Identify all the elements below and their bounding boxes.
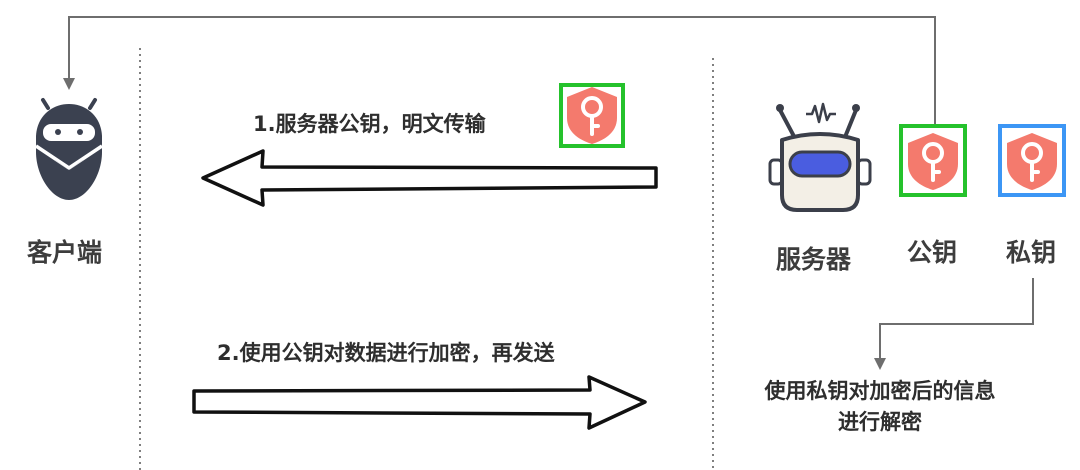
step1-label: 1.服务器公钥，明文传输	[253, 112, 486, 136]
decrypt-note-line2: 进行解密	[838, 410, 922, 434]
public-key-label: 公钥	[907, 238, 958, 267]
key-shield-icon	[1005, 131, 1059, 192]
step2-label: 2.使用公钥对数据进行加密，再发送	[217, 341, 555, 365]
client-label: 客户端	[27, 238, 103, 267]
connector-arrowhead-client	[63, 78, 75, 90]
server-robot-icon	[768, 102, 872, 212]
connector-public-key-to-client	[68, 16, 936, 125]
private-key-label: 私钥	[1006, 238, 1057, 267]
server-label: 服务器	[776, 245, 852, 274]
connector-private-key-to-note	[879, 278, 1034, 360]
private-key-server	[998, 124, 1066, 197]
decrypt-note: 使用私钥对加密后的信息 进行解密	[730, 376, 1030, 438]
client-robot-icon	[35, 98, 103, 200]
arrow-step1-left	[201, 149, 658, 207]
public-key-server	[899, 124, 967, 197]
connector-arrowhead-note	[874, 358, 886, 370]
decrypt-note-line1: 使用私钥对加密后的信息	[764, 379, 996, 403]
arrow-step2-right	[192, 375, 647, 430]
key-shield-icon	[906, 131, 960, 192]
public-key-transmitted	[559, 83, 625, 148]
key-shield-icon	[565, 85, 619, 146]
